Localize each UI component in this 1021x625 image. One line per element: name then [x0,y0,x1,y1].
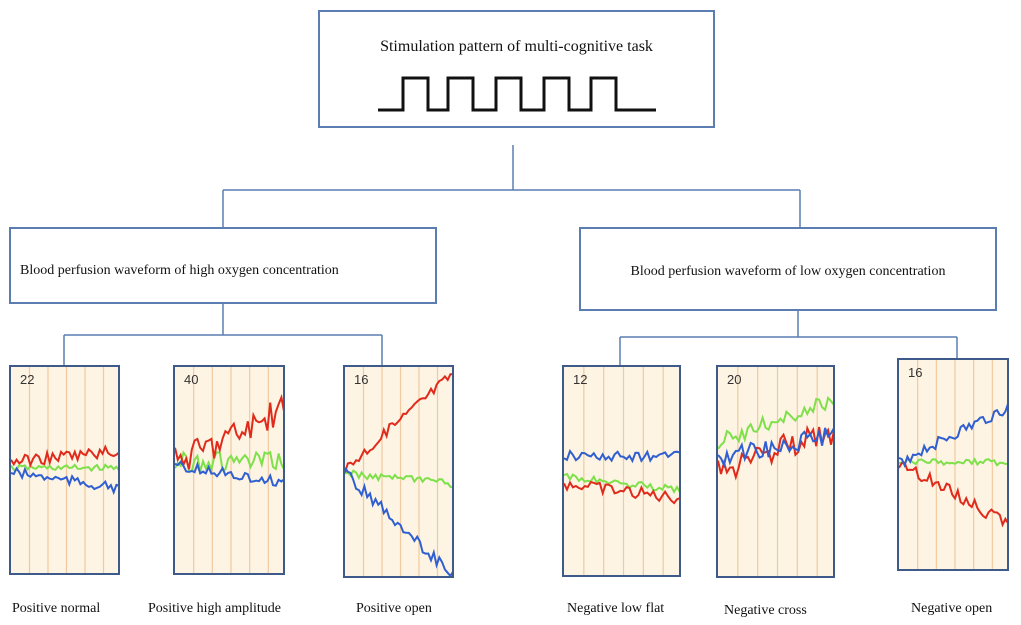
blue-trace [175,460,283,487]
blue-trace [11,466,118,496]
panel-count: 20 [727,372,742,387]
waveform-plot [11,367,118,573]
root-title: Stimulation pattern of multi-cognitive t… [380,38,653,55]
green-trace [175,450,283,473]
green-trace [345,469,452,488]
blue-trace [899,403,1007,468]
blue-trace [564,449,679,464]
waveform-plot [718,367,833,576]
panel-count: 16 [354,372,369,387]
blue-trace [345,467,452,576]
branch-high-oxygen-label: Blood perfusion waveform of high oxygen … [20,263,339,278]
caption-positive-normal: Positive normal [12,601,101,616]
panel-count: 22 [20,372,35,387]
caption-negative-open: Negative open [911,601,993,616]
red-trace [564,480,679,505]
root-node: Stimulation pattern of multi-cognitive t… [318,10,715,128]
waveform-plot [175,367,283,573]
waveform-plot [899,360,1007,569]
panel-count: 40 [184,372,199,387]
red-trace [899,461,1007,528]
waveform-panel-negative-open: 16 [897,358,1009,571]
waveform-panel-positive-normal: 22 [9,365,120,575]
square-wave-icon [378,76,656,112]
waveform-panel-negative-cross: 20 [716,365,835,578]
branch-low-oxygen-label: Blood perfusion waveform of low oxygen c… [630,264,946,279]
waveform-plot [345,367,452,576]
green-trace [718,395,833,450]
red-trace [11,444,118,469]
caption-negative-low-flat: Negative low flat [567,601,665,616]
waveform-plot [564,367,679,575]
caption-negative-cross: Negative cross [724,603,807,618]
waveform-panel-negative-low-flat: 12 [562,365,681,577]
green-trace [11,463,118,473]
caption-positive-high-amplitude: Positive high amplitude [148,601,281,616]
red-trace [175,393,283,470]
green-trace [899,457,1007,467]
waveform-panel-positive-high-amplitude: 40 [173,365,285,575]
caption-positive-open: Positive open [356,601,432,616]
panel-count: 12 [573,372,588,387]
panel-count: 16 [908,365,923,380]
branch-low-oxygen: Blood perfusion waveform of low oxygen c… [579,227,997,311]
red-trace [345,373,452,473]
branch-high-oxygen: Blood perfusion waveform of high oxygen … [9,227,437,304]
blue-trace [718,427,833,469]
green-trace [564,472,679,494]
waveform-panel-positive-open: 16 [343,365,454,578]
